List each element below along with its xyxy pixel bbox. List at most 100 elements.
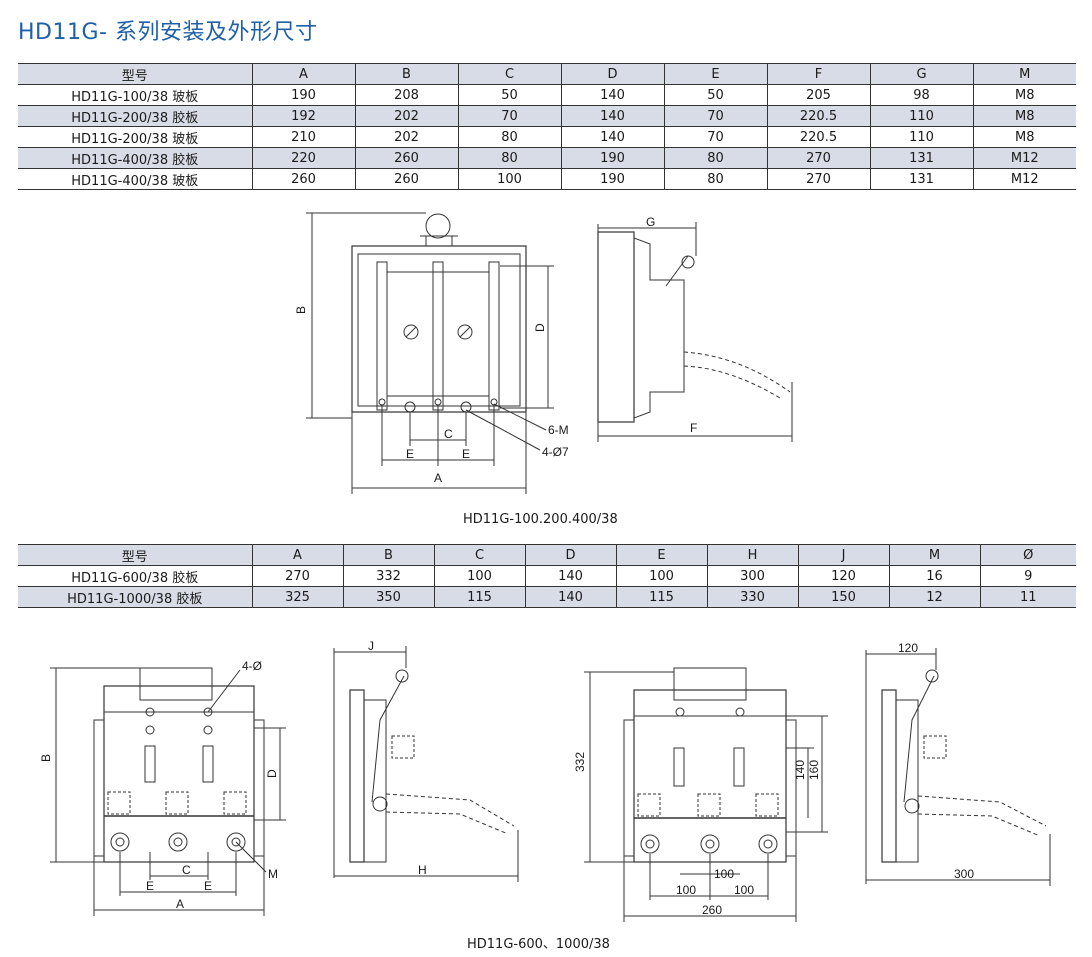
table-cell: 140 (524, 565, 617, 587)
table-cell: HD11G-1000/38 胶板 (18, 586, 253, 608)
table-cell: 150 (797, 586, 890, 608)
dim-label-100: 100 (676, 883, 696, 897)
table-cell: HD11G-200/38 玻板 (18, 126, 253, 148)
table-cell: M8 (972, 126, 1076, 148)
dim-label-C: C (182, 863, 191, 877)
drawing2-caption: HD11G-600、1000/38 (467, 937, 610, 952)
table-cell: 140 (524, 586, 617, 608)
table-cell: 325 (251, 586, 344, 608)
callout-hole: 4-Ø7 (542, 445, 569, 459)
dim-label-B: B (294, 306, 308, 314)
table-cell: 12 (888, 586, 981, 608)
dim-label-G: G (646, 215, 655, 229)
table-cell: 100 (433, 565, 526, 587)
table-cell: M12 (972, 168, 1076, 190)
dim-label-C: C (444, 427, 453, 441)
table-cell: 210 (251, 126, 356, 148)
table-cell: 330 (706, 586, 799, 608)
header-cell: M (972, 63, 1076, 85)
table-cell: 190 (560, 147, 665, 169)
header-cell: 型号 (18, 544, 253, 566)
dim-label-J: J (368, 639, 374, 653)
table-cell: 332 (342, 565, 435, 587)
table-cell: 70 (457, 105, 562, 127)
drawing2-front-view (50, 667, 286, 916)
header-cell: J (797, 544, 890, 566)
table-cell: 11 (979, 586, 1076, 608)
page-title: HD11G- 系列安装及外形尺寸 (18, 20, 318, 45)
dim-label-D: D (533, 323, 547, 332)
header-cell: M (888, 544, 981, 566)
dim-label-A: A (176, 897, 184, 911)
table-cell: 220.5 (766, 105, 871, 127)
table-cell: HD11G-600/38 胶板 (18, 565, 253, 587)
table-cell: M8 (972, 105, 1076, 127)
header-cell: Ø (979, 544, 1076, 566)
table-cell: HD11G-200/38 胶板 (18, 105, 253, 127)
dim-label-300: 300 (954, 867, 974, 881)
dim-label-H: H (418, 863, 427, 877)
table-cell: 50 (457, 84, 562, 106)
dim-label-260: 260 (702, 903, 722, 917)
header-cell: D (524, 544, 617, 566)
table-cell: 270 (251, 565, 344, 587)
callout-6M: 6-M (548, 423, 569, 437)
drawing1-front-view (306, 212, 554, 494)
table-cell: 220 (251, 147, 356, 169)
table-cell: 300 (706, 565, 799, 587)
drawing1-side-view (597, 222, 793, 442)
table-cell: 190 (560, 168, 665, 190)
header-cell: C (433, 544, 526, 566)
table-cell: 270 (766, 168, 871, 190)
table-cell: 208 (354, 84, 459, 106)
dim-label-E: E (146, 879, 154, 893)
dim-label-D: D (265, 769, 279, 778)
table-cell: 115 (433, 586, 526, 608)
table-cell: 80 (663, 168, 768, 190)
table-cell: 205 (766, 84, 871, 106)
drawing3-side-view (865, 648, 1051, 886)
dim-label-100: 100 (714, 867, 734, 881)
table-cell: 115 (615, 586, 708, 608)
table-cell: 131 (869, 168, 974, 190)
dim-label-B: B (39, 754, 53, 762)
table-cell: 202 (354, 105, 459, 127)
table-cell: 190 (251, 84, 356, 106)
table-cell: 202 (354, 126, 459, 148)
table-cell: 100 (615, 565, 708, 587)
table-cell: 220.5 (766, 126, 871, 148)
table-cell: M12 (972, 147, 1076, 169)
dim-label-120: 120 (898, 641, 918, 655)
table-header-row: 型号 A B C D E H J M Ø (18, 544, 1076, 566)
drawing2-side-view (333, 646, 519, 882)
dim-label-E: E (462, 447, 470, 461)
callout-M: M (268, 867, 278, 881)
dim-label-E: E (406, 447, 414, 461)
dim-label-A: A (434, 471, 442, 485)
table-cell: 120 (797, 565, 890, 587)
dim-label-100: 100 (734, 883, 754, 897)
callout-hole: 4-Ø (242, 659, 262, 673)
header-cell: B (342, 544, 435, 566)
header-cell: H (706, 544, 799, 566)
drawing1-caption: HD11G-100.200.400/38 (463, 512, 618, 527)
table-cell: 50 (663, 84, 768, 106)
table-cell: 260 (251, 168, 356, 190)
dim-label-140: 140 (793, 760, 807, 780)
table-cell: 110 (869, 126, 974, 148)
dim-label-E: E (204, 879, 212, 893)
table-cell: 80 (663, 147, 768, 169)
table-cell: 100 (457, 168, 562, 190)
table-header-row: 型号 A B C D E F G M (18, 63, 1076, 85)
drawing-labels: B D C E E A G F 6-M 4-Ø7 4-Ø B D C E E A… (39, 215, 974, 917)
